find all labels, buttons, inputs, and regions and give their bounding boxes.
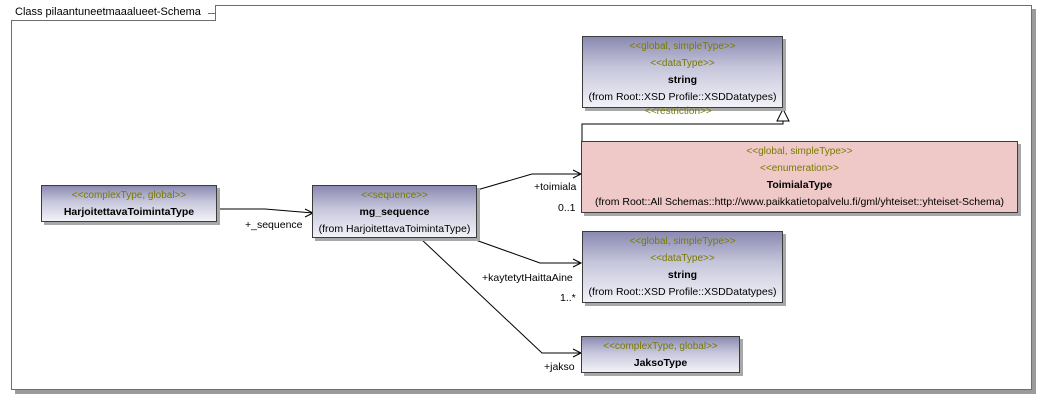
class-harjoitettavatoimintatype[interactable]: <<complexType, global>> HarjoitettavaToi…: [41, 185, 217, 222]
restriction-label: <<restriction>>: [645, 106, 712, 117]
stereotype-label: <<global, simpleType>>: [746, 146, 853, 157]
class-name: string: [667, 74, 698, 86]
class-origin: (from Root::XSD Profile::XSDDatatypes): [588, 91, 777, 103]
sequence-connector: [217, 208, 314, 214]
restriction-arrowhead: [776, 107, 790, 122]
class-name: ToimialaType: [766, 179, 833, 191]
class-toimialatype[interactable]: <<global, simpleType>> <<enumeration>> T…: [581, 141, 1018, 213]
class-name: string: [667, 269, 698, 281]
restriction-connector: [581, 121, 784, 141]
kaytetyt-arrowhead: [572, 258, 583, 268]
stereotype-label: <<global, simpleType>>: [629, 41, 736, 52]
class-name: mg_sequence: [359, 206, 430, 218]
stereotype-label: <<enumeration>>: [760, 163, 839, 174]
stereotype-label: <<sequence>>: [361, 190, 428, 201]
stereotype-label: <<complexType, global>>: [603, 341, 718, 352]
class-name: HarjoitettavaToimintaType: [63, 206, 195, 218]
stereotype-label: <<complexType, global>>: [71, 190, 187, 201]
toimiala-connector: [476, 173, 581, 191]
kaytetyt-multiplicity: 1..*: [560, 292, 576, 304]
class-name: JaksoType: [633, 357, 688, 369]
class-origin: (from HarjoitettavaToimintaType): [318, 223, 471, 235]
kaytetyt-connector: [469, 237, 581, 264]
diagram-title: Class pilaantuneetmaaalueet-Schema: [11, 5, 216, 21]
toimiala-role-label: +toimiala: [534, 181, 577, 193]
kaytetyt-role-label: +kaytetytHaittaAine: [482, 272, 573, 284]
jakso-connector: [419, 237, 581, 354]
class-mg-sequence[interactable]: <<sequence>> mg_sequence (from Harjoitet…: [312, 185, 477, 238]
stereotype-label: <<dataType>>: [650, 253, 715, 264]
class-string-datatype-top[interactable]: <<global, simpleType>> <<dataType>> stri…: [582, 36, 783, 108]
class-jaksotype[interactable]: <<complexType, global>> JaksoType: [581, 336, 740, 373]
sequence-role-label: +_sequence: [245, 219, 303, 231]
toimiala-multiplicity: 0..1: [558, 202, 576, 214]
stereotype-label: <<global, simpleType>>: [629, 236, 736, 247]
class-origin: (from Root::XSD Profile::XSDDatatypes): [588, 286, 777, 298]
class-origin: (from Root::All Schemas::http://www.paik…: [594, 196, 1005, 208]
class-string-datatype-bottom[interactable]: <<global, simpleType>> <<dataType>> stri…: [582, 231, 783, 303]
jakso-role-label: +jakso: [544, 361, 575, 373]
stereotype-label: <<dataType>>: [650, 58, 715, 69]
